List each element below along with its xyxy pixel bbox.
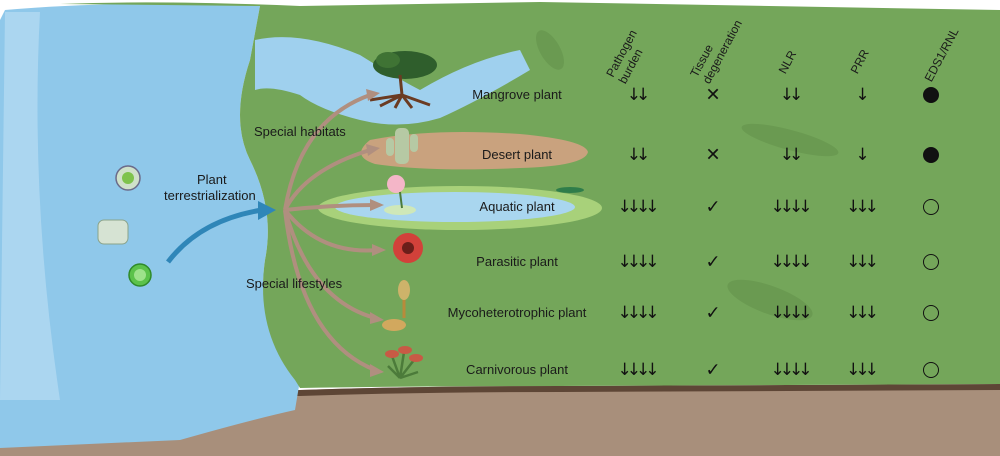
special-lifestyles-label: Special lifestyles xyxy=(246,276,343,291)
prr-value: ↓ xyxy=(855,145,869,165)
tissue-degeneration-value: ✕ xyxy=(705,84,721,106)
eds1-rnl-filled-circle xyxy=(923,147,939,163)
tissue-degeneration-value: ✓ xyxy=(705,251,721,273)
special-habitats-label: Special habitats xyxy=(254,124,346,139)
radiating-arrowheads xyxy=(366,89,386,377)
leaf-shadow xyxy=(741,123,839,157)
terrestrialization-arrow xyxy=(166,207,263,264)
terrestrialization-label-line2: terrestrialization xyxy=(164,188,256,203)
pathogen-burden-value: ↓↓↓↓ xyxy=(617,360,660,380)
prr-value: ↓ xyxy=(855,85,869,105)
pathogen-burden-value: ↓↓↓↓ xyxy=(617,252,660,272)
plant-name: Parasitic plant xyxy=(476,254,558,269)
carnivorous-plant-illustration xyxy=(385,346,423,380)
eds1-rnl-open-circle xyxy=(923,199,939,215)
nlr-value: ↓↓↓↓ xyxy=(770,252,813,272)
desert-plant-illustration xyxy=(386,128,418,164)
leaf-shadow xyxy=(536,30,564,70)
tissue-degeneration-value: ✓ xyxy=(705,359,721,381)
green-cell-illustration xyxy=(128,263,152,287)
aquatic-plant-illustration xyxy=(384,175,584,215)
water-highlight xyxy=(0,12,60,400)
nlr-value: ↓↓↓↓ xyxy=(770,303,813,323)
eds1-rnl-open-circle xyxy=(923,362,939,378)
eds1-rnl-filled-circle xyxy=(923,87,939,103)
terrestrialization-label-line1: Plant xyxy=(197,172,227,187)
nlr-value: ↓↓↓↓ xyxy=(770,197,813,217)
pathogen-burden-value: ↓↓ xyxy=(626,85,650,105)
nlr-value: ↓↓ xyxy=(779,145,803,165)
prr-value: ↓↓↓ xyxy=(846,360,879,380)
leaf-shadow xyxy=(727,279,813,321)
algae-cell-illustration xyxy=(115,165,141,191)
prr-value: ↓↓↓ xyxy=(846,252,879,272)
mycoheterotrophic-plant-illustration xyxy=(382,280,410,331)
prr-value: ↓↓↓ xyxy=(846,197,879,217)
ocean-water xyxy=(0,3,300,448)
eds1-rnl-open-circle xyxy=(923,254,939,270)
coastal-inlet xyxy=(255,37,530,125)
eds1-rnl-open-circle xyxy=(923,305,939,321)
colony-cell-illustration xyxy=(97,219,129,245)
radiating-arrows xyxy=(283,93,379,372)
pathogen-burden-value: ↓↓↓↓ xyxy=(617,197,660,217)
nlr-value: ↓↓ xyxy=(779,85,803,105)
tissue-degeneration-value: ✕ xyxy=(705,144,721,166)
terrestrialization-arrowhead xyxy=(258,201,276,220)
pathogen-burden-value: ↓↓↓↓ xyxy=(617,303,660,323)
prr-value: ↓↓↓ xyxy=(846,303,879,323)
parasitic-plant-illustration xyxy=(393,233,423,263)
plant-name: Mycoheterotrophic plant xyxy=(447,305,587,320)
pathogen-burden-value: ↓↓ xyxy=(626,145,650,165)
mangrove-plant-illustration xyxy=(369,51,437,109)
tissue-degeneration-value: ✓ xyxy=(705,196,721,218)
plant-name: Carnivorous plant xyxy=(466,362,568,377)
nlr-value: ↓↓↓↓ xyxy=(770,360,813,380)
plant-name: Aquatic plant xyxy=(479,199,555,214)
plant-name: Mangrove plant xyxy=(472,87,562,102)
plant-name: Desert plant xyxy=(481,147,553,162)
tissue-degeneration-value: ✓ xyxy=(705,302,721,324)
